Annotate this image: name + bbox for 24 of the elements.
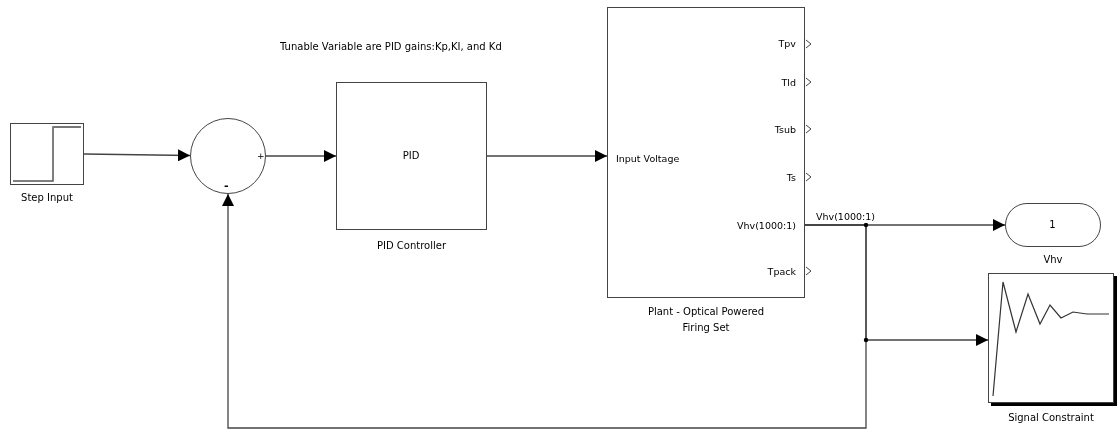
signal-arrow <box>486 150 608 162</box>
output-port-label: Ts <box>786 172 796 184</box>
block-name: Plant - Optical Powered Firing Set <box>646 305 766 335</box>
signal-arrow <box>265 150 337 162</box>
output-port-label: Tpack <box>767 266 796 278</box>
output-port-label: Vhv(1000:1) <box>737 220 796 232</box>
output-port-label: Tsub <box>774 124 796 136</box>
sign-label: - <box>224 180 229 192</box>
block-name: PID Controller <box>375 239 448 253</box>
signal-arrow <box>83 149 191 162</box>
block-label: 1 <box>1048 218 1057 231</box>
input-port-label: Input Voltage <box>616 153 680 165</box>
block-name: Step Input <box>20 191 74 205</box>
annotation-text: Tunable Variable are PID gains:Kp,KI, and Kd <box>280 41 502 53</box>
signal-arrow <box>222 193 867 429</box>
pid-block <box>336 82 487 230</box>
block-name: Vhv <box>1042 253 1064 267</box>
output-port-label: Tld <box>781 77 796 89</box>
edge-label: Vhv(1000:1) <box>816 211 875 223</box>
block-label: PID <box>401 149 421 162</box>
plant-block <box>607 7 805 298</box>
block-name: Signal Constraint <box>1007 411 1095 425</box>
sign-label: + <box>257 150 265 162</box>
output-port-label: Tpv <box>778 38 796 50</box>
